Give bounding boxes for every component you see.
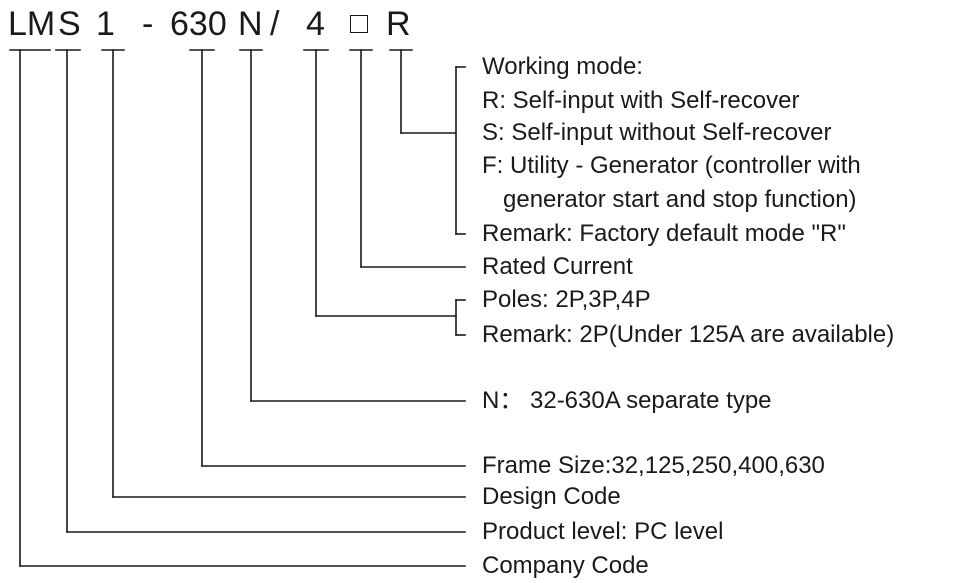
code-company: LM — [8, 5, 56, 43]
code-rated-current-box — [350, 15, 368, 33]
product-level-description: Product level: PC level — [482, 518, 724, 545]
company-code-description: Company Code — [482, 552, 649, 579]
code-slash: / — [270, 5, 280, 43]
poles-description: Poles: 2P,3P,4P — [482, 286, 651, 313]
rated-current-description: Rated Current — [482, 253, 633, 280]
code-frame-size: 630 — [170, 5, 227, 43]
frame-size-description: Frame Size:32,125,250,400,630 — [482, 452, 825, 479]
mode-s-description: S: Self-input without Self-recover — [482, 119, 832, 146]
type-description: N： 32-630A separate type — [482, 387, 772, 414]
design-code-description: Design Code — [482, 483, 621, 510]
code-type: N — [238, 5, 263, 43]
working-mode-title: Working mode: — [482, 53, 643, 80]
code-product-level: S — [58, 5, 81, 43]
poles-remark: Remark: 2P(Under 125A are available) — [482, 321, 895, 348]
mode-f-description-line1: F: Utility - Generator (controller with — [482, 152, 861, 179]
code-design: 1 — [96, 5, 115, 43]
mode-r-description: R: Self-input with Self-recover — [482, 87, 800, 114]
code-mode: R — [386, 5, 411, 43]
code-dash: - — [142, 5, 154, 43]
code-poles: 4 — [306, 5, 325, 43]
mode-f-description-line2: generator start and stop function) — [503, 186, 857, 213]
mode-remark: Remark: Factory default mode "R" — [482, 220, 846, 247]
